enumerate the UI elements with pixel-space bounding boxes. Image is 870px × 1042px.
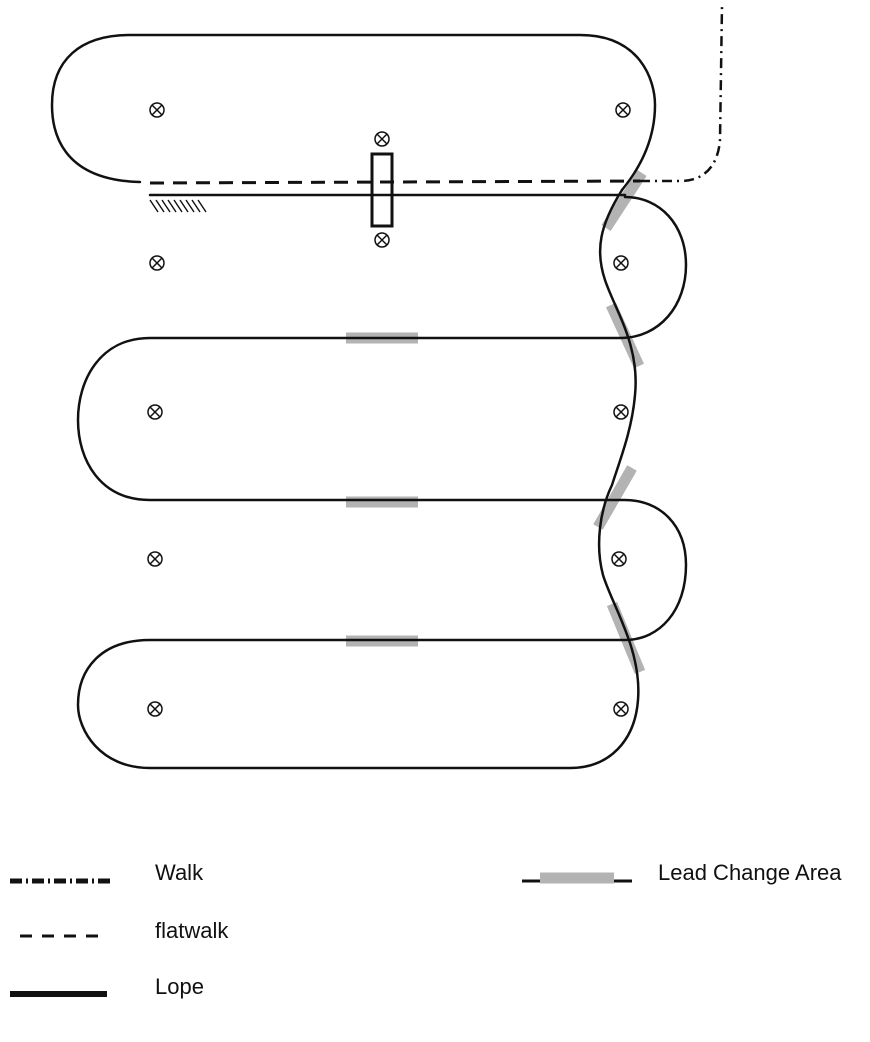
lope-path — [50, 33, 688, 770]
circled-x-icon — [147, 701, 163, 717]
cone-markers — [147, 102, 631, 717]
circled-x-icon — [615, 102, 631, 118]
circled-x-icon — [147, 404, 163, 420]
circled-x-icon — [149, 102, 165, 118]
circled-x-icon — [374, 232, 390, 248]
circled-x-icon — [374, 131, 390, 147]
legend-walk-label: Walk — [155, 860, 204, 885]
walk-path — [640, 4, 724, 183]
lead-change-area — [606, 302, 644, 369]
legend-flatwalk-label: flatwalk — [155, 918, 229, 943]
hatch-mark-icon — [149, 199, 207, 213]
lead-change-area — [593, 465, 637, 530]
legend-lope-label: Lope — [155, 974, 204, 999]
circled-x-icon — [611, 551, 627, 567]
lead-change-areas — [346, 169, 647, 675]
legend-lead-change-label: Lead Change Area — [658, 860, 842, 885]
circled-x-icon — [613, 255, 629, 271]
circled-x-icon — [149, 255, 165, 271]
circled-x-icon — [613, 701, 629, 717]
lope-serpentine — [76, 188, 688, 770]
flatwalk-path — [149, 179, 641, 185]
legend-samples — [10, 872, 632, 997]
lope-top-loop — [50, 33, 657, 192]
circled-x-icon — [147, 551, 163, 567]
rectangle-gate-icon — [370, 152, 394, 228]
circled-x-icon — [613, 404, 629, 420]
